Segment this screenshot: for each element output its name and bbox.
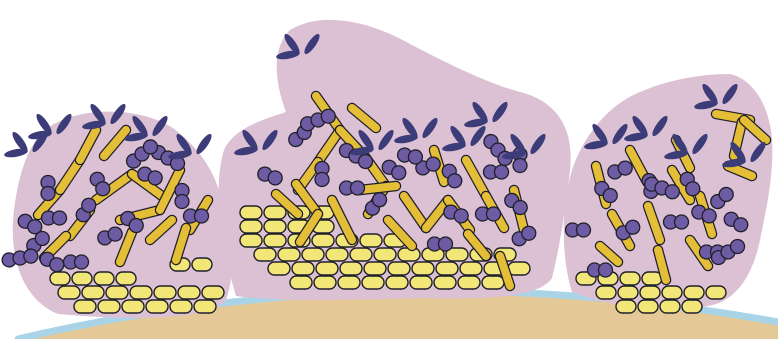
basal-cell	[410, 276, 432, 289]
basal-cell	[662, 286, 682, 299]
coccus-bacterium	[513, 159, 527, 173]
coccus-pair	[64, 255, 89, 269]
basal-cell	[362, 276, 384, 289]
basal-cell	[388, 262, 410, 275]
coccus-bacterium	[315, 173, 329, 187]
basal-cell	[386, 276, 408, 289]
basal-cell	[412, 262, 434, 275]
basal-cell	[436, 262, 458, 275]
basal-cell	[106, 286, 128, 299]
coccus-bacterium	[351, 181, 365, 195]
basal-cell	[684, 286, 704, 299]
basal-cell	[154, 286, 176, 299]
basal-cell	[264, 220, 286, 233]
basal-cell	[706, 286, 726, 299]
coccus-pair	[588, 263, 613, 277]
basal-cell	[350, 248, 372, 261]
basal-cell	[434, 276, 456, 289]
colony-right	[564, 74, 773, 313]
basal-cell	[640, 286, 660, 299]
coccus-bacterium	[495, 165, 509, 179]
coccus-pair	[175, 184, 189, 209]
basal-cell	[682, 300, 702, 313]
basal-cell	[72, 272, 92, 285]
basal-cell	[240, 220, 262, 233]
coccus-bacterium	[439, 237, 453, 251]
colony-middle	[219, 20, 571, 300]
coccus-pair	[664, 215, 689, 229]
basal-cell	[338, 276, 360, 289]
basal-cell	[116, 272, 136, 285]
basal-cell	[618, 286, 638, 299]
basal-cell	[194, 300, 216, 313]
basal-cell	[364, 262, 386, 275]
basal-cell	[178, 286, 200, 299]
basal-cell	[50, 272, 70, 285]
basal-cell	[170, 300, 192, 313]
basal-cell	[290, 276, 312, 289]
basal-cell	[82, 286, 104, 299]
basal-cell	[340, 262, 362, 275]
basal-cell	[360, 234, 382, 247]
basal-cell	[660, 300, 680, 313]
basal-cell	[314, 276, 336, 289]
basal-cell	[58, 286, 80, 299]
coccus-bacterium	[195, 209, 209, 223]
basal-cell	[254, 248, 276, 261]
basal-cell	[458, 276, 480, 289]
basal-cell	[240, 206, 262, 219]
rod-bacterium	[360, 186, 396, 190]
basal-cell	[74, 300, 96, 313]
basal-cell	[146, 300, 168, 313]
colony-left	[1, 102, 232, 318]
basal-cell	[122, 300, 144, 313]
basal-cell	[98, 300, 120, 313]
basal-cell	[326, 248, 348, 261]
coccus-bacterium	[75, 255, 89, 269]
basal-cell	[264, 206, 286, 219]
basal-cell	[460, 262, 482, 275]
coccus-bacterium	[675, 215, 689, 229]
coccus-pair	[484, 165, 509, 179]
coccus-pair	[566, 223, 591, 237]
coccus-bacterium	[599, 263, 613, 277]
basal-cell	[94, 272, 114, 285]
coccus-bacterium	[487, 207, 501, 221]
basal-cell	[278, 248, 300, 261]
basal-cell	[374, 248, 396, 261]
basal-cell	[292, 262, 314, 275]
basal-cell	[312, 234, 334, 247]
basal-cell	[508, 262, 530, 275]
coccus-bacterium	[53, 211, 67, 225]
coccus-bacterium	[41, 187, 55, 201]
basal-cell	[620, 272, 640, 285]
basal-cell	[482, 276, 504, 289]
coccus-pair	[315, 162, 329, 187]
basal-cell	[596, 286, 616, 299]
basal-cell	[268, 262, 290, 275]
coccus-pair	[184, 209, 209, 223]
coccus-pair	[428, 237, 453, 251]
biofilm-colonies	[1, 20, 772, 318]
coccus-bacterium	[577, 223, 591, 237]
basal-cell	[616, 300, 636, 313]
basal-cell	[316, 262, 338, 275]
basal-cell	[240, 234, 262, 247]
spindle-bacterium	[194, 132, 214, 156]
coccus-pair	[340, 181, 365, 195]
basal-cell	[264, 234, 286, 247]
coccus-bacterium	[175, 195, 189, 209]
basal-cell	[638, 300, 658, 313]
basal-cell	[130, 286, 152, 299]
coccus-pair	[41, 176, 55, 201]
basal-cell	[202, 286, 224, 299]
coccus-pair	[42, 211, 67, 225]
basal-cell	[302, 248, 324, 261]
coccus-pair	[476, 207, 501, 221]
basal-cell	[192, 258, 212, 271]
